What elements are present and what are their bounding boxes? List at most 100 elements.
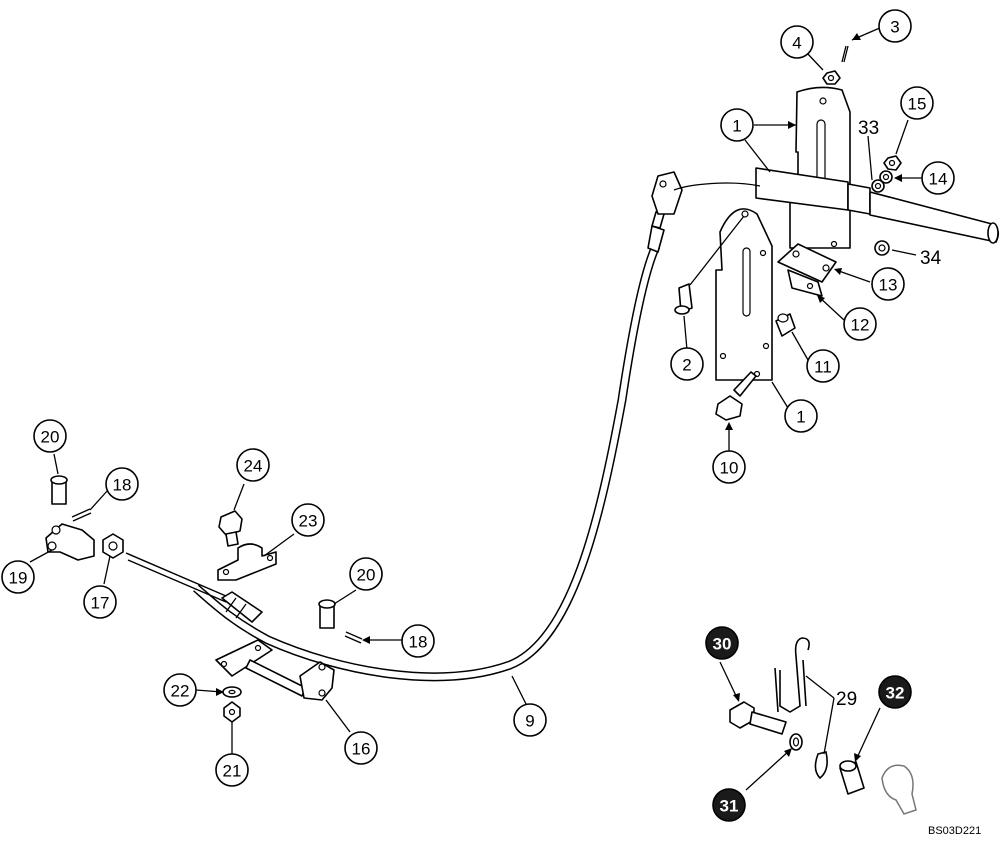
- callout-circle: [878, 9, 912, 43]
- callout-circle: [83, 585, 117, 619]
- callout-circle: [291, 503, 325, 537]
- callout-30: 30: [705, 626, 739, 660]
- upper-cable-end: [647, 225, 665, 253]
- lower-cable-sleeve: [221, 591, 263, 623]
- callout-number: 32: [886, 684, 905, 703]
- callout-number: 9: [525, 712, 534, 731]
- callout-21: 21: [215, 753, 249, 787]
- callout-circle: [215, 753, 249, 787]
- callout-number: 11: [814, 358, 832, 377]
- block-12: [787, 269, 823, 297]
- callout-18: 18: [401, 624, 435, 658]
- callout-31: 31: [712, 788, 746, 822]
- snap-pin-29: [814, 751, 828, 780]
- callout-number: 15: [908, 95, 927, 114]
- callout-number: 3: [890, 18, 899, 37]
- callout-circle: [344, 731, 378, 765]
- shift-lever-shaft: [869, 191, 1000, 243]
- callout-14: 14: [921, 161, 955, 195]
- callout-circle: [720, 108, 754, 142]
- cotter-pin-3: [841, 45, 849, 63]
- callout-circle: [401, 624, 435, 658]
- callout-1: 1: [720, 108, 754, 142]
- callout-number: 20: [357, 566, 376, 585]
- bolt-10: [733, 371, 757, 397]
- callout-16: 16: [344, 731, 378, 765]
- callout-circle: [712, 788, 746, 822]
- callout-circle: [1, 560, 35, 594]
- callout-number: 18: [113, 476, 132, 495]
- callout-number: 24: [244, 457, 263, 476]
- callout-number: 1: [732, 117, 741, 136]
- callout-number: 22: [171, 682, 190, 701]
- label-29: 29: [836, 689, 857, 710]
- callout-number: 17: [91, 594, 110, 613]
- callout-15: 15: [900, 86, 934, 120]
- callout-23: 23: [291, 503, 325, 537]
- callout-number: 14: [929, 170, 948, 189]
- callout-12: 12: [843, 307, 877, 341]
- callout-20: 20: [349, 557, 383, 591]
- hook-29: [779, 637, 810, 713]
- callout-circle: [513, 703, 547, 737]
- callout-circle: [670, 347, 704, 381]
- lower-plate-slot: [742, 247, 751, 317]
- callout-24: 24: [236, 448, 270, 482]
- callout-layer: 1123491011121314151617181819202021222324…: [1, 9, 955, 822]
- callout-3: 3: [878, 9, 912, 43]
- callout-number: 12: [851, 316, 870, 335]
- callout-32: 32: [878, 675, 912, 709]
- callout-number: 16: [352, 740, 371, 759]
- callout-number: 20: [41, 428, 60, 447]
- upper-cable-clevis: [651, 171, 683, 215]
- cable-rod: [125, 552, 227, 603]
- callout-circle: [900, 86, 934, 120]
- callout-number: 31: [720, 797, 739, 816]
- callout-number: 19: [9, 569, 28, 588]
- callout-number: 4: [792, 34, 801, 53]
- callout-19: 19: [1, 560, 35, 594]
- callout-number: 23: [299, 512, 318, 531]
- callout-number: 1: [796, 408, 805, 427]
- rod-end-16: [299, 661, 335, 701]
- callout-20: 20: [33, 419, 67, 453]
- label-34: 34: [920, 248, 942, 269]
- label-33: 33: [858, 118, 879, 139]
- callout-10: 10: [712, 450, 746, 484]
- callout-number: 2: [682, 356, 691, 375]
- cotter-pin-18-middle: [344, 631, 363, 644]
- callout-circle: [705, 626, 739, 660]
- callout-22: 22: [163, 673, 197, 707]
- drawing-code: BS03D221: [928, 825, 981, 837]
- callout-circle: [236, 448, 270, 482]
- callout-circle: [784, 399, 818, 433]
- callout-circle: [871, 267, 905, 301]
- callout-number: 10: [720, 459, 739, 478]
- callout-circle: [712, 450, 746, 484]
- callout-circle: [878, 675, 912, 709]
- cable-clamp-23: [217, 543, 277, 581]
- callout-11: 11: [806, 349, 840, 383]
- callout-number: 13: [879, 276, 898, 295]
- callout-circle: [163, 673, 197, 707]
- callout-circle: [843, 307, 877, 341]
- callout-1: 1: [784, 399, 818, 433]
- callout-18: 18: [105, 467, 139, 501]
- callout-13: 13: [871, 267, 905, 301]
- callout-2: 2: [670, 347, 704, 381]
- callout-4: 4: [780, 25, 814, 59]
- callout-circle: [921, 161, 955, 195]
- callout-number: 30: [713, 635, 732, 654]
- callout-circle: [349, 557, 383, 591]
- clevis-pin-2: [678, 283, 693, 313]
- cotter-pin-18-left: [71, 508, 92, 522]
- callout-circle: [105, 467, 139, 501]
- callout-9: 9: [513, 703, 547, 737]
- callout-17: 17: [83, 585, 117, 619]
- clamp-32: [881, 764, 917, 815]
- bolt-24: [218, 510, 243, 536]
- callout-number: 18: [409, 633, 428, 652]
- callout-number: 21: [223, 762, 242, 781]
- bracket-13: [777, 243, 837, 283]
